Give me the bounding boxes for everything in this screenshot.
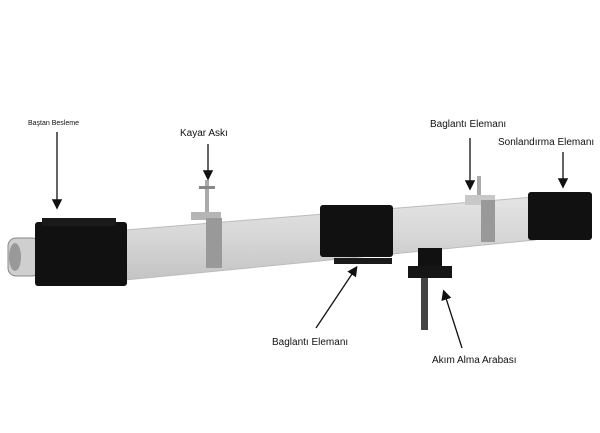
arrow-collector	[441, 289, 463, 349]
sliding-hanger	[191, 180, 222, 268]
feed-end-unit	[7, 218, 127, 286]
label-feed: Baştan Besleme	[28, 120, 79, 127]
current-collector-trolley	[408, 248, 452, 330]
middle-connector	[320, 205, 393, 264]
end-cap-unit	[528, 192, 592, 240]
label-collector: Akım Alma Arabası	[432, 355, 517, 366]
connector-hanger	[465, 176, 495, 242]
label-connector-top: Baglantı Elemanı	[430, 119, 507, 130]
label-end-cap: Sonlandırma Elemanı	[498, 137, 595, 148]
label-connector-bottom: Baglantı Elemanı	[272, 337, 349, 348]
arrow-connector-bottom	[315, 265, 358, 329]
label-hanger: Kayar Askı	[180, 128, 228, 139]
